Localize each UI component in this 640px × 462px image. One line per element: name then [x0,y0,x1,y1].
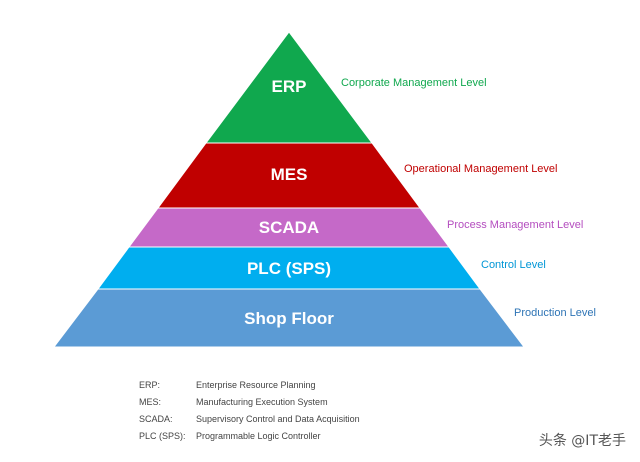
scada-label: SCADA [259,218,319,237]
legend-abbr: MES: [139,396,162,407]
legend-abbr: PLC (SPS): [139,430,186,441]
legend: ERP: Enterprise Resource Planning MES: M… [139,376,360,444]
legend-abbr: ERP: [139,379,161,390]
scada-side-label: Process Management Level [447,219,583,231]
legend-full: Supervisory Control and Data Acquisition [196,413,360,424]
shop-floor-side-label: Production Level [514,307,596,319]
legend-full: Manufacturing Execution System [196,396,328,407]
plc-label: PLC (SPS) [247,259,331,278]
legend-full: Enterprise Resource Planning [196,379,316,390]
shop-floor-tier [52,288,526,348]
mes-label: MES [271,165,308,184]
mes-side-label: Operational Management Level [404,163,557,175]
legend-row: SCADA: Supervisory Control and Data Acqu… [139,410,360,427]
erp-side-label: Corporate Management Level [341,77,487,89]
shop-floor-label: Shop Floor [244,309,334,328]
legend-row: PLC (SPS): Programmable Logic Controller [139,427,360,444]
watermark: 头条 @IT老手 [538,433,626,449]
legend-row: ERP: Enterprise Resource Planning [139,376,360,393]
erp-label: ERP [272,77,307,96]
legend-row: MES: Manufacturing Execution System [139,393,360,410]
legend-abbr: SCADA: [139,413,173,424]
plc-side-label: Control Level [481,259,546,271]
legend-full: Programmable Logic Controller [196,430,321,441]
